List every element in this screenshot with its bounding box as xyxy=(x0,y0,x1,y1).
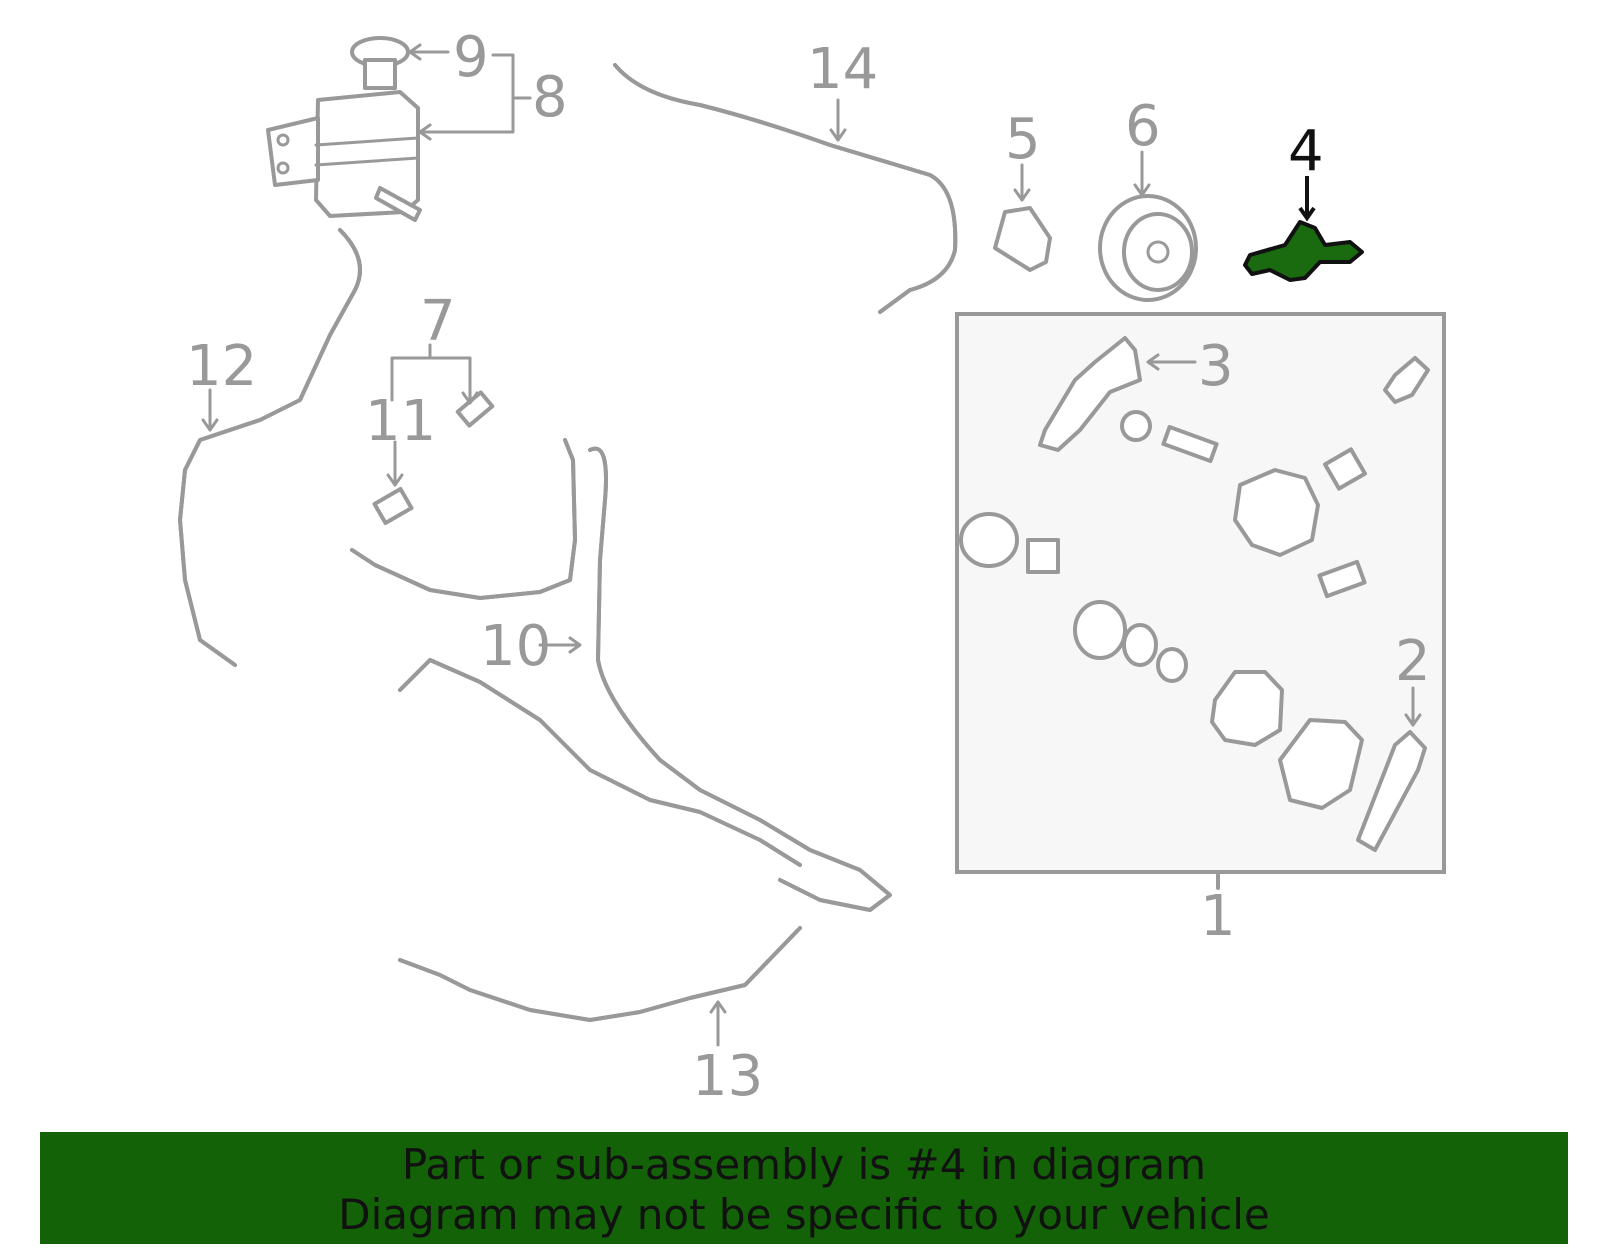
callout-8: 8 xyxy=(532,65,568,130)
line-lower xyxy=(398,658,802,867)
callout-2: 2 xyxy=(1395,629,1431,694)
callout-6: 6 xyxy=(1125,94,1161,159)
part-4-bracket-highlighted xyxy=(1243,220,1364,282)
pump-housing xyxy=(959,356,1430,852)
reservoir-tank xyxy=(266,90,422,222)
part-3-bracket xyxy=(1038,336,1142,452)
callout-12: 12 xyxy=(186,334,257,399)
callout-7: 7 xyxy=(420,289,456,354)
pump-assembly-box xyxy=(955,312,1446,874)
line-13 xyxy=(398,926,802,1022)
line-10 xyxy=(588,446,892,912)
part-11-fitting xyxy=(372,486,414,526)
callout-4: 4 xyxy=(1288,119,1324,184)
callout-5: 5 xyxy=(1005,107,1041,172)
banner-line-2: Diagram may not be specific to your vehi… xyxy=(338,1190,1270,1239)
part-6-pulley xyxy=(1098,194,1198,302)
callout-3: 3 xyxy=(1198,334,1234,399)
callout-1: 1 xyxy=(1200,884,1236,949)
line-12 xyxy=(178,228,362,667)
callout-10: 10 xyxy=(480,614,551,679)
info-banner: Part or sub-assembly is #4 in diagram Di… xyxy=(40,1132,1568,1244)
hose-14 xyxy=(613,63,958,314)
callout-11: 11 xyxy=(365,389,436,454)
reservoir-cap xyxy=(350,36,410,90)
banner-line-1: Part or sub-assembly is #4 in diagram xyxy=(401,1140,1207,1189)
leader-lines xyxy=(201,43,1422,1047)
callout-13: 13 xyxy=(692,1044,763,1109)
callout-14: 14 xyxy=(807,37,878,102)
callout-9: 9 xyxy=(453,25,489,90)
part-5-bracket xyxy=(993,206,1052,272)
